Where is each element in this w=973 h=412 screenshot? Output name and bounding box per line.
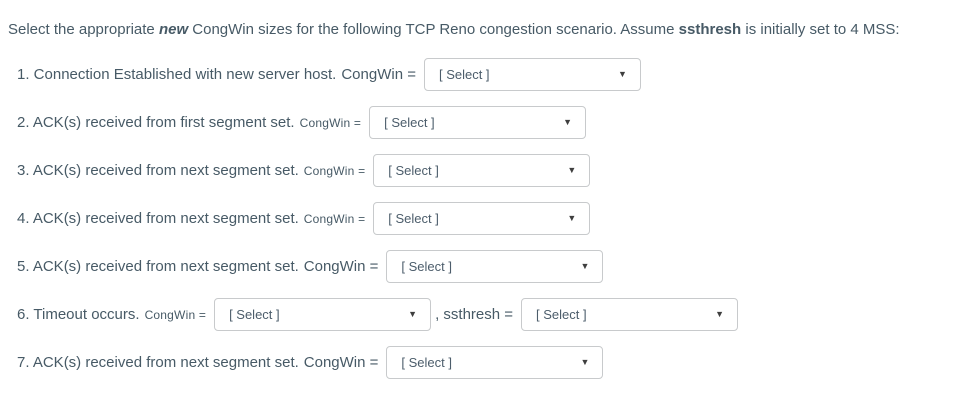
- row-3-congwin-label: CongWin =: [303, 163, 366, 178]
- title-segment-ssthresh: ssthresh: [678, 21, 742, 38]
- congwin-select-4-value: [ Select ]: [388, 211, 439, 226]
- chevron-down-icon: ▼: [567, 213, 577, 223]
- chevron-down-icon: ▼: [715, 309, 725, 319]
- row-5-congwin-label: CongWin =: [303, 258, 379, 275]
- question-title: Select the appropriate new CongWin sizes…: [8, 21, 973, 39]
- row-7-text: 7. ACK(s) received from next segment set…: [17, 354, 299, 371]
- row-4-congwin-label: CongWin =: [303, 211, 366, 226]
- chevron-down-icon: ▼: [618, 69, 627, 79]
- question-row-2: 2. ACK(s) received from first segment se…: [17, 106, 973, 139]
- question-row-3: 3. ACK(s) received from next segment set…: [17, 154, 973, 187]
- chevron-down-icon: ▼: [580, 357, 590, 367]
- row-6-congwin-label: CongWin =: [144, 307, 207, 322]
- row-1-congwin-label: CongWin =: [341, 66, 416, 83]
- question-row-5: 5. ACK(s) received from next segment set…: [17, 250, 973, 283]
- row-1-text: 1. Connection Established with new serve…: [17, 66, 337, 83]
- chevron-down-icon: ▼: [563, 117, 573, 127]
- chevron-down-icon: ▼: [580, 261, 590, 271]
- ssthresh-select-value: [ Select ]: [536, 307, 587, 322]
- congwin-select-3-value: [ Select ]: [388, 163, 439, 178]
- ssthresh-select[interactable]: [ Select ] ▼: [521, 298, 739, 331]
- row-7-congwin-label: CongWin =: [303, 354, 379, 371]
- congwin-select-1-value: [ Select ]: [438, 67, 490, 82]
- congwin-select-4[interactable]: [ Select ] ▼: [373, 202, 591, 235]
- title-segment: CongWin sizes for the following TCP Reno…: [188, 21, 679, 38]
- question-page: Select the appropriate new CongWin sizes…: [8, 21, 973, 379]
- title-segment: Select the appropriate: [8, 21, 159, 38]
- chevron-down-icon: ▼: [567, 165, 577, 175]
- congwin-select-2[interactable]: [ Select ] ▼: [369, 106, 587, 139]
- row-2-congwin-label: CongWin =: [299, 115, 362, 130]
- question-row-6: 6. Timeout occurs. CongWin = [ Select ] …: [17, 298, 973, 331]
- congwin-select-1[interactable]: [ Select ] ▼: [423, 58, 641, 91]
- congwin-select-2-value: [ Select ]: [384, 115, 435, 130]
- chevron-down-icon: ▼: [408, 309, 418, 319]
- congwin-select-7-value: [ Select ]: [401, 355, 452, 370]
- row-2-text: 2. ACK(s) received from first segment se…: [17, 114, 295, 131]
- congwin-select-6-value: [ Select ]: [229, 307, 280, 322]
- question-row-1: 1. Connection Established with new serve…: [17, 58, 973, 91]
- row-5-text: 5. ACK(s) received from next segment set…: [17, 258, 299, 275]
- title-segment: is initially set to 4 MSS:: [741, 21, 900, 38]
- congwin-select-5[interactable]: [ Select ] ▼: [386, 250, 604, 283]
- row-4-text: 4. ACK(s) received from next segment set…: [17, 210, 299, 227]
- row-6-ssthresh-label: , ssthresh =: [435, 306, 514, 323]
- question-row-4: 4. ACK(s) received from next segment set…: [17, 202, 973, 235]
- congwin-select-5-value: [ Select ]: [401, 259, 452, 274]
- row-6-text: 6. Timeout occurs.: [17, 306, 140, 323]
- congwin-select-3[interactable]: [ Select ] ▼: [373, 154, 591, 187]
- title-segment-new: new: [158, 21, 189, 38]
- row-3-text: 3. ACK(s) received from next segment set…: [17, 162, 299, 179]
- congwin-select-7[interactable]: [ Select ] ▼: [386, 346, 604, 379]
- question-row-7: 7. ACK(s) received from next segment set…: [17, 346, 973, 379]
- congwin-select-6[interactable]: [ Select ] ▼: [214, 298, 432, 331]
